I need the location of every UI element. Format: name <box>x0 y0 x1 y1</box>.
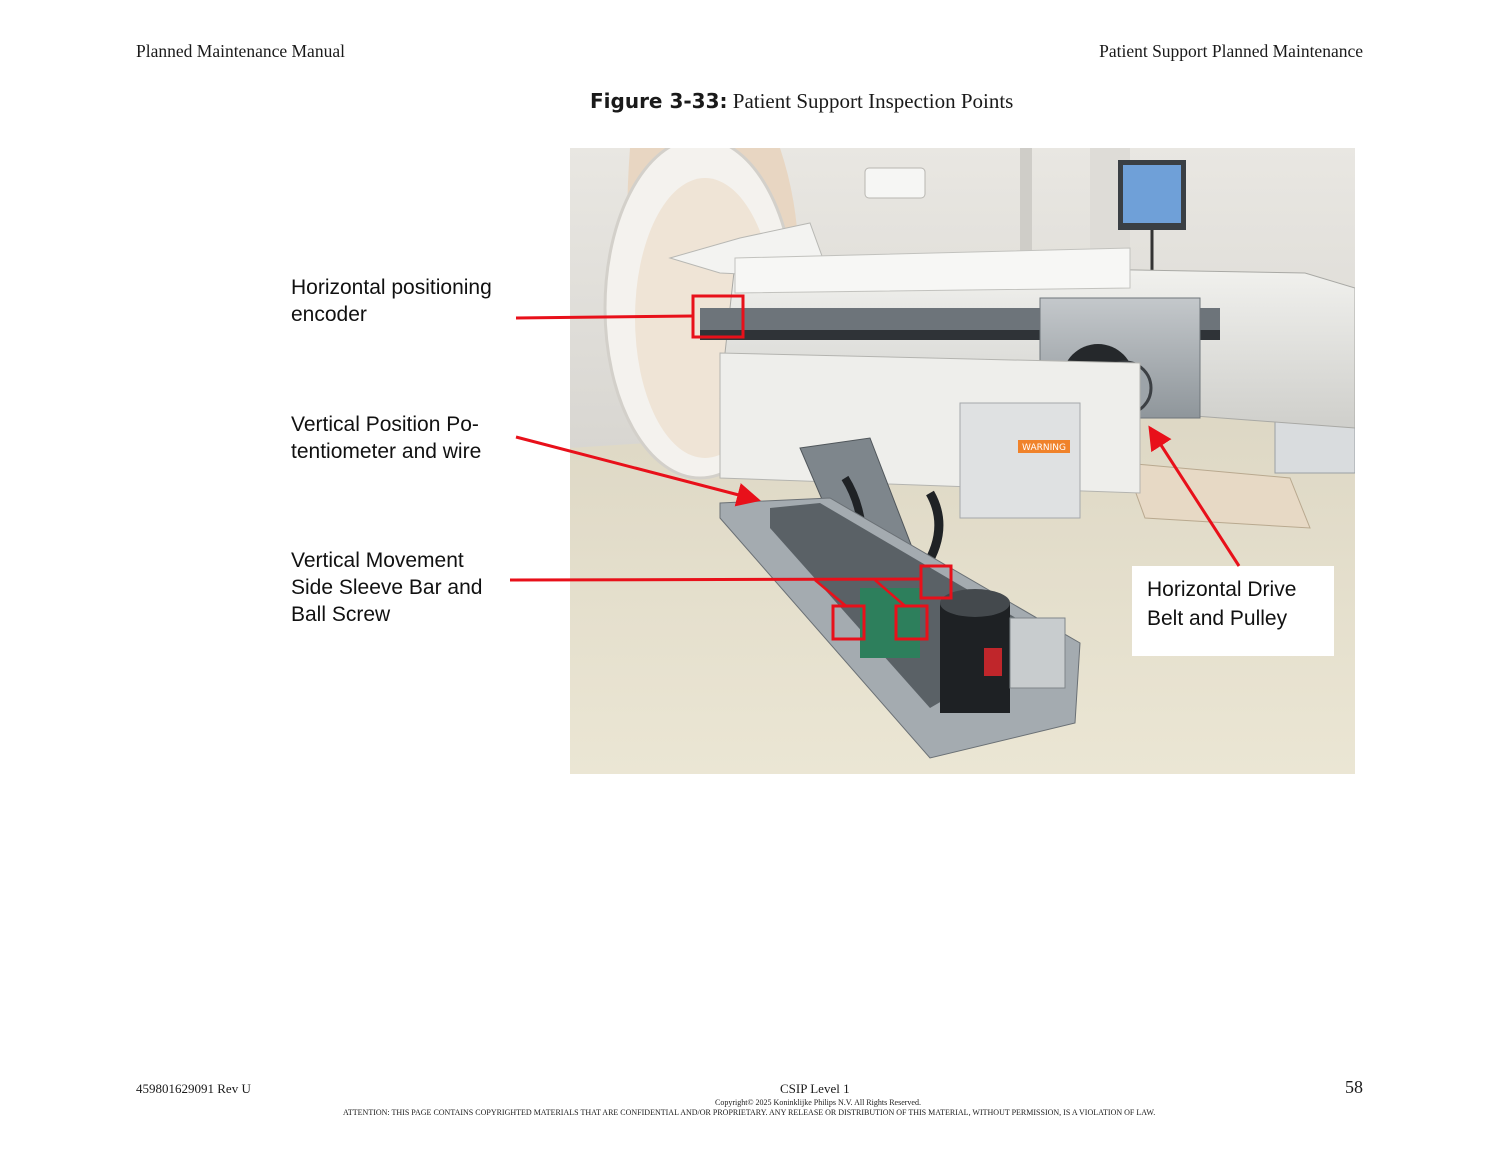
header-manual-title: Planned Maintenance Manual <box>136 41 345 61</box>
callout-potentiometer-line-1: Vertical Position Po- <box>291 413 479 436</box>
warning-label <box>1018 440 1070 453</box>
callout-potentiometer: Vertical Position Po- tentiometer and wi… <box>291 411 481 465</box>
figure-number: Figure 3-33: <box>590 89 728 113</box>
callout-side-sleeve-line-3: Ball Screw <box>291 603 391 626</box>
power-supply <box>1009 617 1066 689</box>
callout-encoder-line-1: Horizontal positioning <box>291 276 492 299</box>
callout-side-sleeve: Vertical Movement Side Sleeve Bar and Ba… <box>291 547 482 628</box>
callout-potentiometer-line-2: tentiometer and wire <box>291 440 482 463</box>
table-cradle <box>734 247 1131 294</box>
callout-drive-belt-line-2: Belt and Pulley <box>1147 607 1288 630</box>
footer-attention: ATTENTION: THIS PAGE CONTAINS COPYRIGHTE… <box>343 1108 1156 1117</box>
footer-level: CSIP Level 1 <box>780 1081 850 1096</box>
footer-page-number: 58 <box>1345 1077 1363 1097</box>
warning-label-text: WARNING <box>1022 443 1066 453</box>
callout-drive-belt-line-1: Horizontal Drive <box>1147 578 1297 601</box>
figure-caption: Figure 3-33: Patient Support Inspection … <box>590 89 1013 114</box>
motor-label <box>984 648 1002 676</box>
figure-title: Patient Support Inspection Points <box>732 89 1014 113</box>
footer-doc-number: 459801629091 Rev U <box>136 1081 251 1096</box>
callout-drive-belt: Horizontal Drive Belt and Pulley <box>1147 575 1296 633</box>
callout-encoder: Horizontal positioning encoder <box>291 274 492 328</box>
monitor-screen <box>1123 165 1181 223</box>
elevation-housing <box>959 402 1081 519</box>
ball-screw-assembly <box>860 588 920 658</box>
header-section-title: Patient Support Planned Maintenance <box>1099 41 1363 61</box>
gantry-control-panel <box>864 167 926 199</box>
patient-support-illustration: WARNING <box>570 148 1355 774</box>
motor-cap <box>940 589 1010 617</box>
callout-side-sleeve-line-2: Side Sleeve Bar and <box>291 576 483 599</box>
callout-drive-belt-box: Horizontal Drive Belt and Pulley <box>1132 566 1334 656</box>
callout-side-sleeve-line-1: Vertical Movement <box>291 549 464 572</box>
footer-copyright: Copyright© 2025 Koninklijke Philips N.V.… <box>715 1098 921 1107</box>
patient-support-photo: WARNING <box>570 148 1355 774</box>
rail-shadow <box>700 330 1220 340</box>
callout-encoder-line-2: encoder <box>291 303 367 326</box>
